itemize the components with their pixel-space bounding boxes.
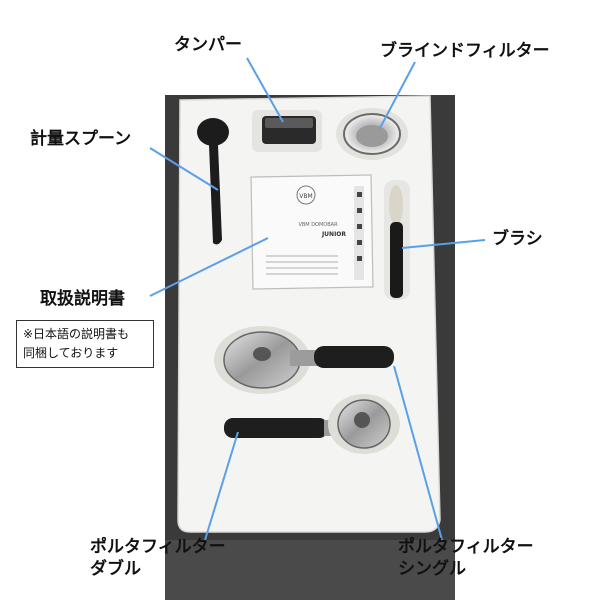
portafilter-single-handle [314,346,394,368]
callout-manual [149,237,269,297]
callout-blind-filter [379,61,416,129]
blind-filter-inner [356,125,388,147]
callout-tamper [246,57,284,123]
note-line1: ※日本語の説明書も [23,327,130,341]
brush-bristles [389,185,403,225]
portafilter-double-spout [354,412,370,428]
portafilter-single-spout [253,347,271,361]
japanese-manual-note: ※日本語の説明書も 同梱しております [16,320,154,368]
label-portafilter-single-line1: ポルタフィルター [398,537,534,557]
callout-lines [149,57,486,541]
label-blind-filter: ブラインドフィルター [380,41,550,61]
brush-handle [390,222,403,298]
label-brush: ブラシ [492,229,543,249]
label-tamper: タンパー [174,35,242,55]
label-portafilter-single: ポルタフィルター シングル [398,536,534,580]
portafilter-single-neck [290,350,318,366]
measuring-spoon-head [197,118,229,146]
label-portafilter-double: ポルタフィルター ダブル [90,536,226,580]
manual-line1: VBM DOMOBAR [298,222,338,228]
callout-spoon [149,147,219,191]
label-portafilter-double-line1: ポルタフィルター [90,537,226,557]
measuring-spoon-handle [209,145,222,245]
note-line2: 同梱しております [23,346,119,360]
tamper-face [265,118,313,128]
label-measuring-spoon: 計量スプーン [30,129,132,149]
manual-brand: VBM [299,193,312,200]
callout-brush [401,239,486,249]
callout-portafilter-single [393,365,443,541]
callout-portafilter-double [204,431,239,541]
box-floor [165,540,455,600]
label-manual: 取扱説明書 [40,289,125,309]
manual-card: VBM VBM DOMOBAR JUNIOR [250,174,374,290]
manual-line2: JUNIOR [321,231,346,238]
label-portafilter-double-line2: ダブル [90,559,141,579]
label-portafilter-single-line2: シングル [398,559,466,579]
portafilter-double-handle [224,418,328,438]
